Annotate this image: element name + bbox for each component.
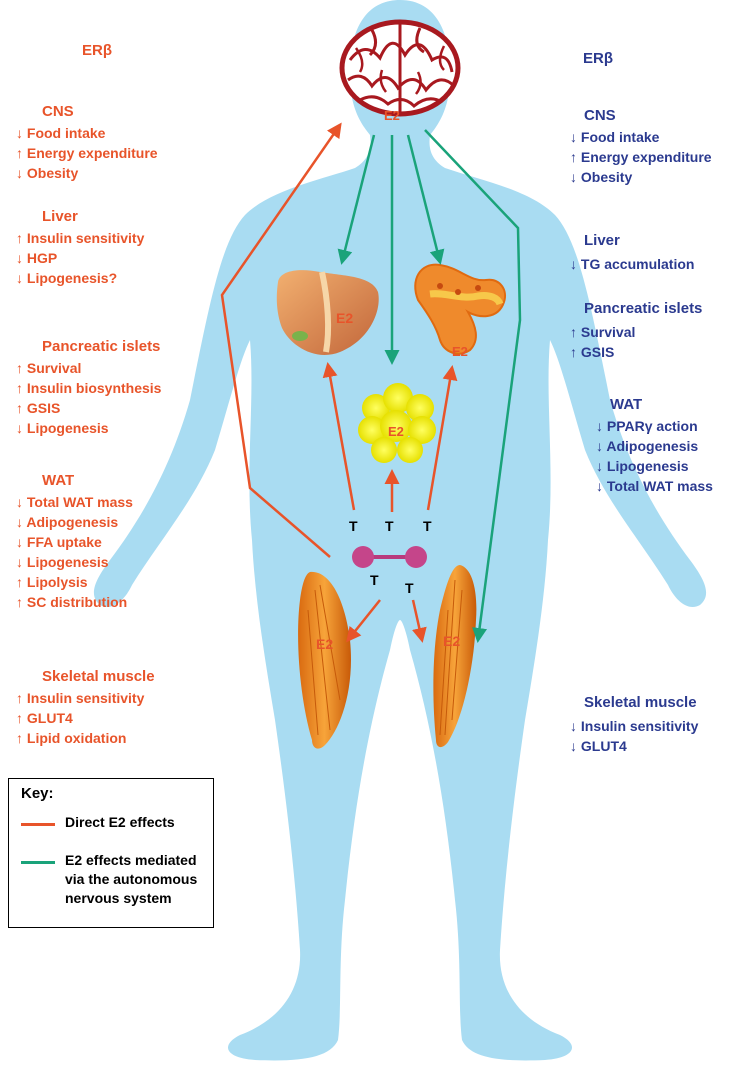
pancreas-e2-label: E2 (452, 344, 468, 359)
t-label: T (405, 580, 414, 596)
right-line: ↑ GSIS (570, 342, 614, 362)
left-section-title: CNS (42, 103, 74, 120)
left-section-title: WAT (42, 472, 74, 489)
left-line: ↑ Insulin sensitivity (16, 688, 144, 708)
t-label: T (423, 518, 432, 534)
left-line: ↓ Adipogenesis (16, 512, 118, 532)
left-line: ↑ Insulin biosynthesis (16, 378, 161, 398)
right-line: ↑ Survival (570, 322, 635, 342)
left-section-title: Liver (42, 208, 78, 225)
left-line: ↑ Lipolysis (16, 572, 88, 592)
left-line: ↑ Survival (16, 358, 81, 378)
right-section-title: Liver (584, 232, 620, 249)
right-line: ↓ Lipogenesis (596, 456, 689, 476)
key-label-direct: Direct E2 effects (65, 813, 211, 832)
muscle-right-e2-label: E2 (443, 633, 460, 649)
right-line: ↓ TG accumulation (570, 254, 694, 274)
right-line: ↓ Total WAT mass (596, 476, 713, 496)
left-section-title: Skeletal muscle (42, 668, 155, 685)
right-line: ↓ Food intake (570, 127, 659, 147)
left-line: ↑ Insulin sensitivity (16, 228, 144, 248)
right-section-title: Pancreatic islets (584, 300, 702, 317)
key-label-autonomic: E2 effects mediated via the autonomous n… (65, 851, 211, 908)
right-line: ↓ Obesity (570, 167, 632, 187)
right-section-title: Skeletal muscle (584, 694, 697, 711)
left-line: ↑ GLUT4 (16, 708, 73, 728)
left-line: ↑ SC distribution (16, 592, 127, 612)
right-section-title: WAT (610, 396, 642, 413)
brain-e2-label: E2 (384, 108, 400, 123)
left-line: ↑ GSIS (16, 398, 60, 418)
left-line: ↓ Food intake (16, 123, 105, 143)
right-section-title: CNS (584, 107, 616, 124)
t-label: T (349, 518, 358, 534)
key-legend: Key: Direct E2 effects E2 effects mediat… (8, 778, 214, 928)
brain-icon (342, 22, 458, 114)
left-section-title: Pancreatic islets (42, 338, 160, 355)
right-line: ↓ GLUT4 (570, 736, 627, 756)
key-title: Key: (21, 785, 54, 802)
right-line: ↓ Insulin sensitivity (570, 716, 698, 736)
left-line: ↓ FFA uptake (16, 532, 102, 552)
left-line: ↓ Obesity (16, 163, 78, 183)
key-swatch-direct (21, 823, 55, 826)
right-line: ↑ Energy expenditure (570, 147, 712, 167)
t-label: T (370, 572, 379, 588)
right-receptor-label: ERβ (583, 50, 613, 67)
muscle-left-e2-label: E2 (316, 636, 333, 652)
right-line: ↓ PPARγ action (596, 416, 698, 436)
left-receptor-label: ERβ (82, 42, 112, 59)
t-label: T (385, 518, 394, 534)
left-line: ↑ Lipid oxidation (16, 728, 126, 748)
fat-e2-label: E2 (388, 424, 404, 439)
left-line: ↓ Lipogenesis (16, 552, 109, 572)
left-line: ↑ Energy expenditure (16, 143, 158, 163)
key-swatch-autonomic (21, 861, 55, 864)
left-line: ↓ Total WAT mass (16, 492, 133, 512)
right-line: ↓ Adipogenesis (596, 436, 698, 456)
left-line: ↓ HGP (16, 248, 57, 268)
liver-e2-label: E2 (336, 310, 353, 326)
left-line: ↓ Lipogenesis (16, 418, 109, 438)
left-line: ↓ Lipogenesis? (16, 268, 117, 288)
